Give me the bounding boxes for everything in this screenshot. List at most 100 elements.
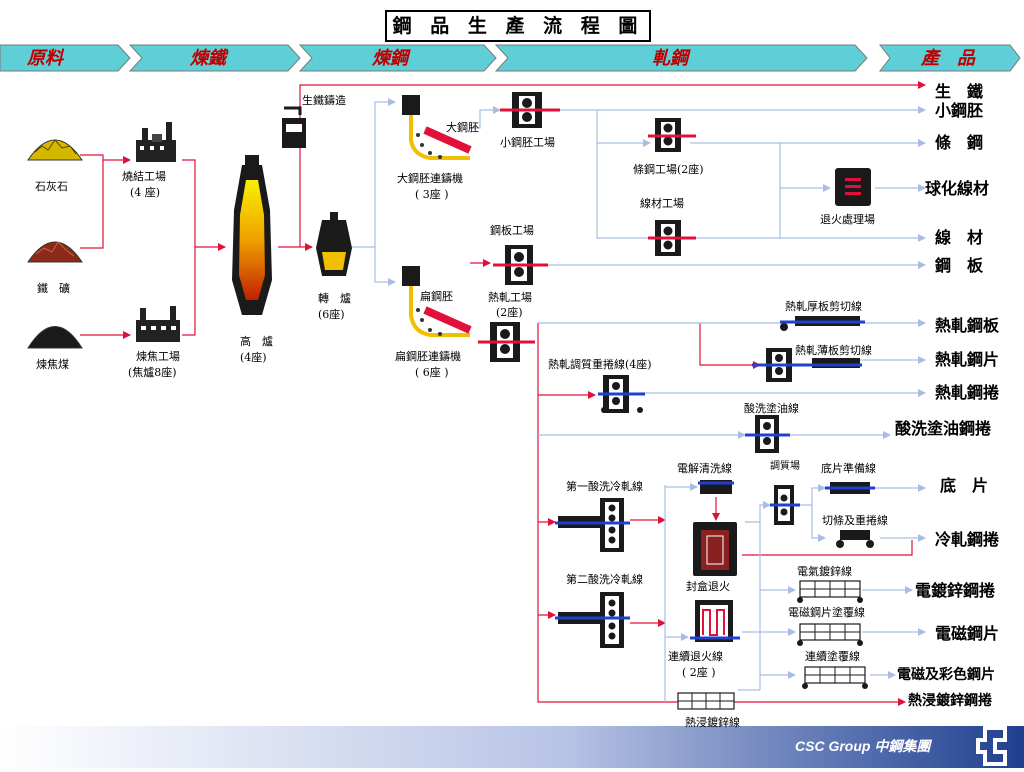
label-hot-strip: 熱軋工場 bbox=[488, 291, 532, 304]
pickle-oil-line-icon bbox=[745, 415, 790, 453]
product-bar: 條 鋼 bbox=[935, 133, 984, 152]
annealing-furnace-icon bbox=[835, 168, 871, 206]
label-slit-recoil: 切條及重捲線 bbox=[822, 514, 888, 527]
label-bloom: 大鋼胚 bbox=[446, 121, 479, 134]
label-hot-strip-count: (2座) bbox=[496, 306, 523, 319]
iron-ore-pile-icon bbox=[27, 241, 83, 263]
label-bloom-cc-count: ( 3座 ) bbox=[415, 188, 449, 201]
label-blast-furnace: 高 爐 bbox=[240, 335, 273, 348]
product-hr-coil: 熱軋鋼捲 bbox=[935, 383, 1000, 402]
label-pickle-oil: 酸洗塗油線 bbox=[744, 402, 799, 415]
csc-logo-icon bbox=[976, 726, 1007, 766]
stage-band-steelmaking bbox=[298, 44, 497, 72]
label-blast-furnace-count: (4座) bbox=[240, 351, 267, 364]
label-skin-pass: 熱軋調質重捲線(4座) bbox=[548, 358, 652, 371]
product-pig-iron: 生 鐵 bbox=[935, 82, 984, 101]
label-cont-coat: 連續塗覆線 bbox=[805, 650, 860, 663]
product-hr-sheet: 熱軋鋼片 bbox=[935, 350, 1000, 369]
label-plate-mill: 鋼板工場 bbox=[490, 224, 534, 237]
plate-mill-stand-icon bbox=[493, 245, 548, 285]
label-batch-anneal: 封盒退火 bbox=[686, 580, 730, 593]
flow-to-billet-mill bbox=[470, 106, 501, 129]
skin-pass-line-icon bbox=[598, 375, 645, 413]
flow-hdg-main bbox=[537, 323, 906, 706]
billet-mill-stand-icon bbox=[500, 92, 560, 128]
temper-mill-icon bbox=[770, 485, 800, 525]
product-spheroidized: 球化線材 bbox=[925, 179, 990, 198]
cont-coat-line-icon bbox=[802, 666, 868, 689]
sinter-plant-icon bbox=[136, 122, 176, 162]
flow-plants-merge bbox=[182, 159, 196, 336]
product-po-coil: 酸洗塗油鋼捲 bbox=[895, 419, 992, 438]
electro-galv-line-icon bbox=[797, 580, 863, 603]
bar-mill-stand-icon bbox=[648, 118, 696, 152]
product-emag-color: 電磁及彩色鋼片 bbox=[897, 667, 995, 683]
label-cont-anneal: 連續退火線 bbox=[668, 650, 723, 663]
flow-to-cr-coil bbox=[742, 540, 913, 556]
label-coal: 煉焦煤 bbox=[36, 358, 69, 371]
label-wire-mill: 線材工場 bbox=[640, 197, 684, 210]
product-hr-plate: 熱軋鋼板 bbox=[935, 316, 1000, 335]
converter-icon bbox=[316, 212, 352, 276]
red-flow-lines bbox=[80, 81, 926, 706]
label-cold2: 第二酸洗冷軋線 bbox=[566, 573, 643, 586]
stage-band-raw bbox=[0, 44, 131, 72]
wire-mill-stand-icon bbox=[648, 220, 696, 256]
flow-raw-to-sinter bbox=[80, 154, 104, 249]
cold-mill-2-icon bbox=[555, 592, 630, 648]
stage-band-rolling bbox=[494, 44, 868, 72]
thin-shear-line-icon bbox=[752, 348, 862, 382]
product-billet: 小鋼胚 bbox=[935, 101, 984, 120]
stage-label-steelmaking: 煉鋼 bbox=[371, 48, 411, 69]
blue-flow-lines bbox=[352, 98, 926, 702]
label-slab: 扁鋼胚 bbox=[420, 290, 453, 303]
product-wire: 線 材 bbox=[935, 228, 984, 247]
heavy-shear-line-icon bbox=[780, 316, 865, 331]
product-cr-coil: 冷軋鋼捲 bbox=[935, 530, 1000, 549]
label-cont-anneal-count: ( 2座 ) bbox=[682, 666, 716, 679]
slit-recoil-line-icon bbox=[836, 530, 874, 548]
label-electro-clean: 電解清洗線 bbox=[677, 462, 732, 475]
flow-to-blackplate-prep bbox=[800, 484, 826, 506]
label-limestone: 石灰石 bbox=[35, 180, 68, 193]
label-sinter-plant: 燒結工場 bbox=[122, 170, 166, 183]
label-emag-coat: 電磁鋼片塗覆線 bbox=[788, 606, 865, 619]
label-pig-casting: 生鐵鑄造 bbox=[302, 94, 346, 107]
label-annealing: 退火處理場 bbox=[820, 213, 875, 226]
label-coke-count: (焦爐8座) bbox=[128, 366, 177, 379]
emag-coat-line-icon bbox=[797, 623, 863, 646]
flow-to-slab-cc bbox=[374, 247, 396, 286]
bloom-caster-icon bbox=[402, 95, 472, 160]
product-blackplate: 底 片 bbox=[940, 476, 989, 495]
label-thin-shear: 熱軋薄板剪切線 bbox=[795, 344, 872, 357]
label-bloom-cc: 大鋼胚連鑄機 bbox=[397, 172, 463, 185]
footer-band bbox=[0, 726, 1024, 768]
label-iron-ore: 鐵 礦 bbox=[37, 282, 70, 295]
label-slab-cc: 扁鋼胚連鑄機 bbox=[395, 350, 461, 363]
product-hdg-coil: 熱浸鍍鋅鋼捲 bbox=[908, 693, 992, 709]
blast-furnace-icon bbox=[232, 155, 272, 315]
batch-anneal-icon bbox=[693, 522, 737, 576]
product-eg-coil: 電鍍鋅鋼捲 bbox=[915, 581, 996, 600]
flow-billet-branch bbox=[596, 110, 650, 239]
label-converter-count: (6座) bbox=[318, 308, 345, 321]
cold-mill-1-icon bbox=[555, 498, 630, 552]
slab-caster-icon bbox=[402, 266, 472, 337]
stage-banner: 原料 煉鐵 煉鋼 軋鋼 產 品 bbox=[0, 44, 1021, 72]
flow-to-temper bbox=[745, 501, 771, 523]
label-billet-mill: 小鋼胚工場 bbox=[500, 136, 555, 149]
page-title: 鋼 品 生 產 流 程 圖 bbox=[385, 10, 651, 42]
stage-label-raw: 原料 bbox=[26, 48, 65, 69]
product-plate: 鋼 板 bbox=[935, 256, 984, 275]
label-temper: 調質場 bbox=[770, 461, 800, 472]
hdg-line-icon bbox=[677, 692, 735, 710]
stage-band-products bbox=[878, 44, 1021, 72]
hot-strip-stand-icon bbox=[478, 322, 535, 362]
pig-casting-icon bbox=[282, 106, 306, 148]
blackplate-prep-line-icon bbox=[825, 482, 875, 494]
stage-label-products: 產 品 bbox=[920, 48, 976, 69]
flow-to-slit bbox=[811, 505, 826, 542]
label-coke-plant: 煉焦工場 bbox=[136, 350, 180, 363]
label-heavy-shear: 熱軋厚板剪切線 bbox=[785, 300, 862, 313]
